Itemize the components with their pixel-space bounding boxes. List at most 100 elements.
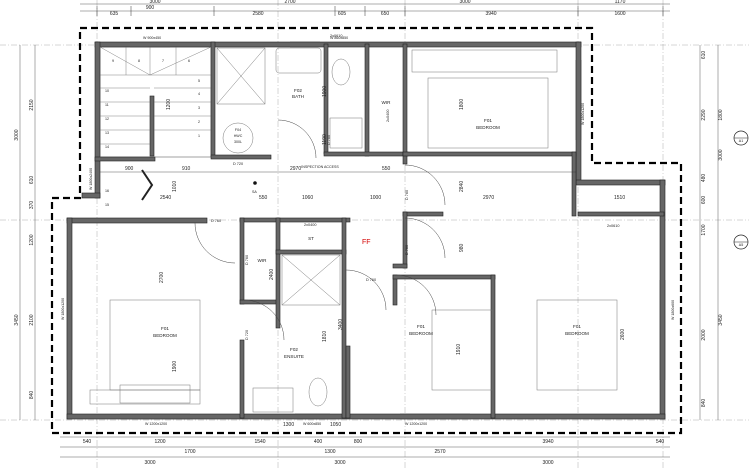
room-ensuite-name: ENSUITE — [284, 354, 304, 359]
door-tags: D 720 D 760 D 720 D 760 D 760 D 760 D 76… — [211, 34, 619, 340]
room-wir-mid: WIR — [258, 258, 268, 263]
dim-top-4: 605 — [338, 11, 347, 17]
stair-num-14: 14 — [105, 145, 109, 149]
window-tag-4: W 1800x1200 — [61, 298, 65, 320]
room-bed-right-code: F01 — [573, 324, 581, 329]
stair-num-16: 16 — [105, 189, 109, 193]
stair-num-8: 8 — [138, 59, 140, 63]
inner-dim-14: 1900 — [172, 361, 178, 372]
inner-dim-24: 2400 — [269, 269, 275, 280]
dim-right-2: 2290 — [701, 109, 707, 120]
inspection-access-label: INSPECTION ACCESS — [301, 165, 339, 169]
room-wc-code: F04 — [235, 128, 241, 132]
dim-right-10: 840 — [701, 399, 707, 408]
inner-dim-12: 3400 — [338, 319, 344, 330]
roof-boundary — [50, 26, 683, 435]
section-marker-a5: A5 — [739, 243, 743, 247]
room-bath-code: F02 — [294, 88, 302, 93]
dim-top2-3: 3000 — [459, 0, 470, 5]
window-marks — [66, 41, 666, 420]
door-tag-9: 2x0400 — [304, 223, 316, 227]
inner-dim-15: 1010 — [172, 181, 178, 192]
dim-right-6: 1700 — [701, 224, 707, 235]
inner-dim-1: 900 — [125, 166, 134, 172]
dim-top-6: 3940 — [485, 11, 496, 17]
stair-num-2: 2 — [198, 120, 200, 124]
fixtures — [89, 47, 618, 413]
room-bed-top-code: F01 — [484, 118, 492, 123]
bottom-dimensions: 540 1200 1540 400 800 3940 540 1700 1300… — [60, 436, 670, 466]
left-dimensions: 2150 3000 610 370 1200 3450 2100 840 — [14, 45, 36, 420]
dim-left-8: 840 — [29, 391, 35, 400]
window-tag-5: W 600x850 — [303, 422, 321, 426]
dim-top-1: 635 — [110, 11, 119, 17]
door-tag-8: D 760 — [245, 255, 249, 265]
internal-walls — [94, 41, 665, 419]
dim-bottom-5: 800 — [354, 439, 363, 445]
dim-left-2: 3000 — [14, 129, 20, 140]
stair-num-11: 11 — [105, 103, 109, 107]
door-tag-7: D 760 — [327, 135, 331, 145]
door-tag-10: 2x0400 — [386, 110, 390, 122]
dim-bottom2-3: 2570 — [434, 449, 445, 455]
dim-bottom3-1: 3000 — [144, 460, 155, 466]
inner-dim-17: 2700 — [159, 272, 165, 283]
stair-num-9: 9 — [112, 59, 114, 63]
window-tag-3: W 1200x1200 — [405, 422, 427, 426]
door-swings — [194, 119, 446, 341]
inner-dim-11: 1510 — [614, 195, 625, 201]
stair-num-7: 7 — [162, 59, 164, 63]
dim-right-5: 600 — [701, 196, 707, 205]
window-tag-2: W 860x850 — [330, 36, 348, 40]
inner-dim-18: 1810 — [322, 331, 328, 342]
dim-right-7: 3000 — [718, 149, 724, 160]
window-tag-9: W 1800x600 — [671, 300, 675, 320]
inner-dim-13: 1800 — [459, 99, 465, 110]
window-tag-7: W 1800x1200 — [581, 103, 585, 125]
door-tag-5: D 760 — [405, 190, 409, 200]
dim-top2-4: 1170 — [615, 0, 626, 5]
dim-bottom2-2: 1300 — [324, 449, 335, 455]
room-bed-mid-code: F01 — [417, 324, 425, 329]
dim-bottom-6: 3940 — [542, 439, 553, 445]
stair-num-12: 12 — [105, 117, 109, 121]
inner-dim-7: 550 — [382, 166, 391, 172]
room-st: ST — [308, 236, 314, 241]
window-tag-1: W 900x450 — [143, 36, 161, 40]
room-bed-left-code: F01 — [161, 326, 169, 331]
inner-dim-8: 1200 — [166, 99, 172, 110]
stair-num-5: 5 — [198, 79, 200, 83]
stair-num-4: 4 — [198, 92, 200, 96]
stair-num-13: 13 — [105, 131, 109, 135]
window-tags: W 900x450 W 860x850 W 1200x1200 W 1800x1… — [61, 36, 675, 426]
dim-bottom-7: 540 — [656, 439, 665, 445]
stair-num-1: 1 — [198, 134, 200, 138]
dim-top-3: 2580 — [252, 11, 263, 17]
window-tag-8: W 1800x2400 — [89, 168, 93, 190]
right-dimensions: 610 2290 1800 480 600 1700 3000 3450 200… — [699, 45, 749, 420]
dim-left-6: 3450 — [14, 314, 20, 325]
room-bed-top-name: BEDROOM — [476, 125, 500, 130]
dim-right-4: 480 — [701, 174, 707, 183]
dim-left-3: 610 — [29, 176, 35, 185]
dim-top-5: 650 — [381, 11, 390, 17]
dim-top-7: 1600 — [614, 11, 625, 17]
inner-dimensions: 900 910 2540 550 1060 1000 550 1200 2970… — [100, 86, 626, 428]
stair-num-3: 3 — [198, 106, 200, 110]
dim-top-2: 900 — [146, 5, 155, 11]
dim-left-5: 1200 — [29, 234, 35, 245]
dim-bottom-3: 1540 — [254, 439, 265, 445]
room-bath-name: BATH — [292, 94, 304, 99]
room-wir-top: WIR — [382, 100, 392, 105]
dim-bottom3-3: 3000 — [542, 460, 553, 466]
room-labels: F02 BATH F04 HWC 300L WIR F01 BEDROOM F0… — [153, 88, 589, 359]
dim-bottom-1: 540 — [83, 439, 92, 445]
inner-dim-4: 550 — [259, 195, 268, 201]
room-bed-mid-name: BEDROOM — [409, 331, 433, 336]
inner-dim-25: 1050 — [330, 422, 341, 428]
dim-left-4: 370 — [29, 201, 35, 210]
dim-top2-2: 2700 — [284, 0, 295, 5]
room-wc-name: HWC — [234, 134, 243, 138]
dim-right-1: 610 — [701, 51, 707, 60]
stair-num-6: 6 — [188, 59, 190, 63]
